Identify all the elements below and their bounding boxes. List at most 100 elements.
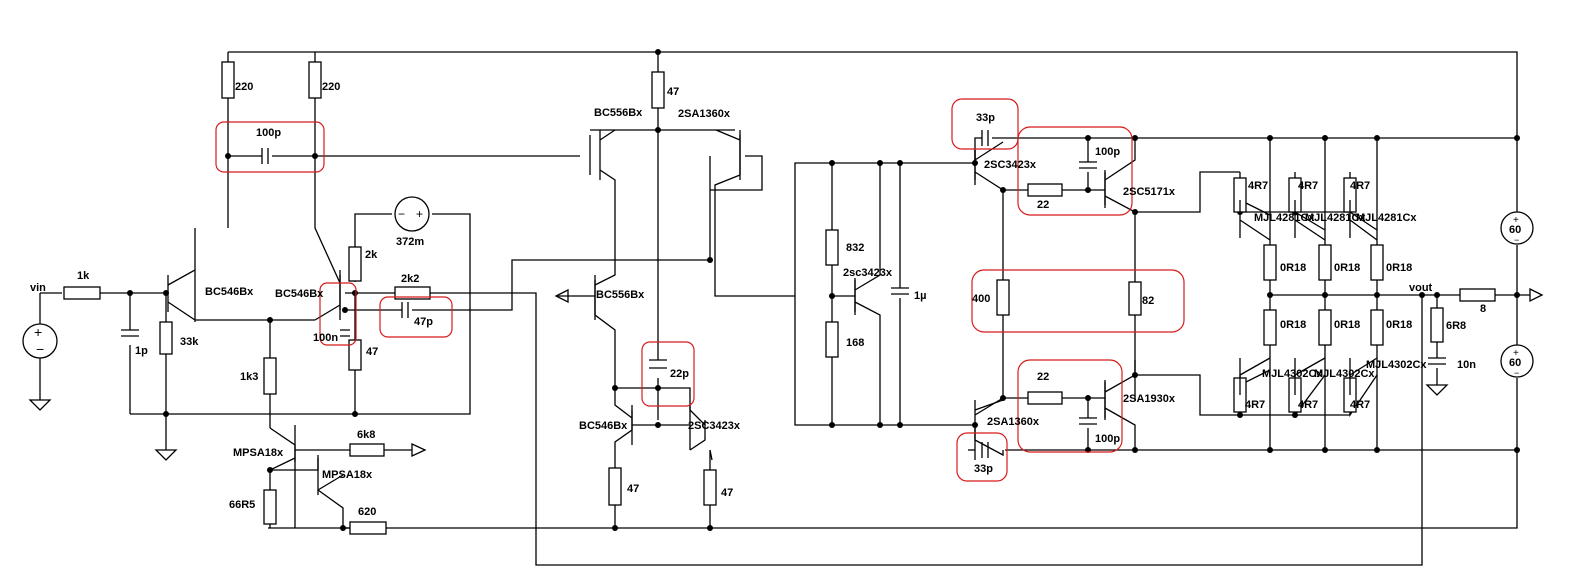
highlight-100p [215,121,325,173]
label-q-mpsa2: MPSA18x [322,469,373,481]
highlight-33p-bot [956,432,1008,482]
resistor-2k2 [394,286,431,300]
label-v-pos: 60 [1509,224,1521,236]
highlight-400-82 [971,269,1185,333]
arrow-icon [554,288,569,304]
ground-icon [154,449,178,461]
capacitor-47p [401,302,409,318]
ground-icon [1425,384,1449,396]
label-r-4r7-2: 4R7 [1298,180,1318,192]
label-c-100n: 100n [313,332,338,344]
capacitor-33p-top [981,130,989,146]
highlights [215,98,1185,482]
label-vin: vin [30,282,46,294]
label-r-c2: 220 [322,81,340,93]
sources: + − − + + − + − [22,196,1544,461]
label-q-mjl4302c: MJL4302Cx [1366,359,1427,371]
label-vout: vout [1409,282,1433,294]
label-r-0r18-5: 0R18 [1334,319,1360,331]
label-r-168: 168 [846,337,864,349]
resistor-6k8 [349,443,385,457]
label-c-47p: 47p [414,316,433,328]
capacitor-1p [121,329,139,337]
resistor-0r18-1 [1263,244,1277,281]
capacitor-100p-a [1079,161,1097,169]
label-r-shunt: 33k [180,336,199,348]
svg-text:+: + [34,324,42,340]
resistor-400 [996,279,1010,316]
svg-text:+: + [1513,348,1519,359]
label-r-load: 8 [1480,303,1486,315]
resistor-47-b [608,467,622,506]
svg-text:+: + [1513,215,1519,226]
label-r-4r7-1: 4R7 [1248,180,1268,192]
label-r-4r7-5: 4R7 [1298,399,1318,411]
transistors [194,130,1378,495]
transistor-mjl4302-b [1294,357,1326,395]
label-c-10n: 10n [1457,359,1476,371]
label-r-66r5: 66R5 [229,499,255,511]
label-r-0r18-3: 0R18 [1386,262,1412,274]
capacitor-100n [340,329,350,337]
highlight-22p [641,341,695,407]
voltage-source-neg-60 [1500,344,1534,378]
resistor-1k [63,286,101,300]
label-q-2sa1930: 2SA1930x [1123,393,1176,405]
label-r-4r7-3: 4R7 [1350,180,1370,192]
resistor-0r18-3 [1370,244,1384,281]
highlight-47p [379,296,453,338]
resistor-1k3 [263,357,277,395]
label-r-47c: 47 [721,487,733,499]
svg-text:−: − [398,207,405,221]
label-q-mjl4281b: MJL4281Cx [1305,212,1366,224]
resistor-47-a [348,339,362,371]
highlight-100n [319,282,357,346]
label-r-4r7-6: 4R7 [1350,399,1370,411]
resistor-82 [1128,281,1142,316]
label-q1: BC546Bx [205,286,254,298]
arrow-icon [411,442,427,458]
label-q-2sc3423b: 2SC3423x [984,159,1037,171]
label-q-2sa1360b: 2SA1360x [987,416,1040,428]
label-c-1u: 1µ [914,290,926,302]
label-r-832: 832 [846,242,864,254]
svg-text:−: − [1514,368,1519,378]
resistor-47-top [651,71,665,109]
junctions [127,49,1520,531]
resistor-220-b [308,61,322,99]
label-r-0r18-4: 0R18 [1280,319,1306,331]
label-q-mjl4302a: MJL4302Cx [1262,368,1323,380]
resistor-0r18-4 [1263,309,1277,346]
arrow-icon [1529,287,1544,303]
label-q-bc546c: BC546Bx [579,420,628,432]
label-q-2sa1360: 2SA1360x [678,108,731,120]
label-q-bc556b: BC556Bx [596,289,645,301]
label-r-47b: 47 [627,483,639,495]
label-r-2k: 2k [365,249,378,261]
label-r-22b: 22 [1037,371,1049,383]
resistor-47-c [703,469,717,506]
label-r-6r8: 6R8 [1446,320,1466,332]
resistor-load-8 [1459,288,1496,302]
capacitors [121,130,1446,458]
label-q-2sc3423a: 2SC3423x [688,420,741,432]
label-r-82: 82 [1142,295,1154,307]
label-r-6k8: 6k8 [357,429,375,441]
label-r-47top: 47 [667,86,679,98]
resistor-0r18-2 [1318,244,1332,281]
label-r-4r7-4: 4R7 [1245,399,1265,411]
transistor-mjl4281-b [1294,200,1326,241]
capacitor-10n [1428,357,1446,365]
transistor-mjl4281-c [1349,200,1378,241]
label-q-bc556a: BC556Bx [594,107,643,119]
capacitor-100p-miller [261,148,269,164]
label-r-1k3: 1k3 [240,371,258,383]
label-r-0r18-2: 0R18 [1334,262,1360,274]
ground-icon [28,399,52,411]
label-q-vbe: 2sc3423x [843,267,893,279]
highlight-100p-b [1017,359,1123,453]
label-q2: BC546Bx [275,288,324,300]
svg-text:+: + [416,207,423,221]
resistor-33k [159,321,173,355]
label-r-400: 400 [972,293,990,305]
